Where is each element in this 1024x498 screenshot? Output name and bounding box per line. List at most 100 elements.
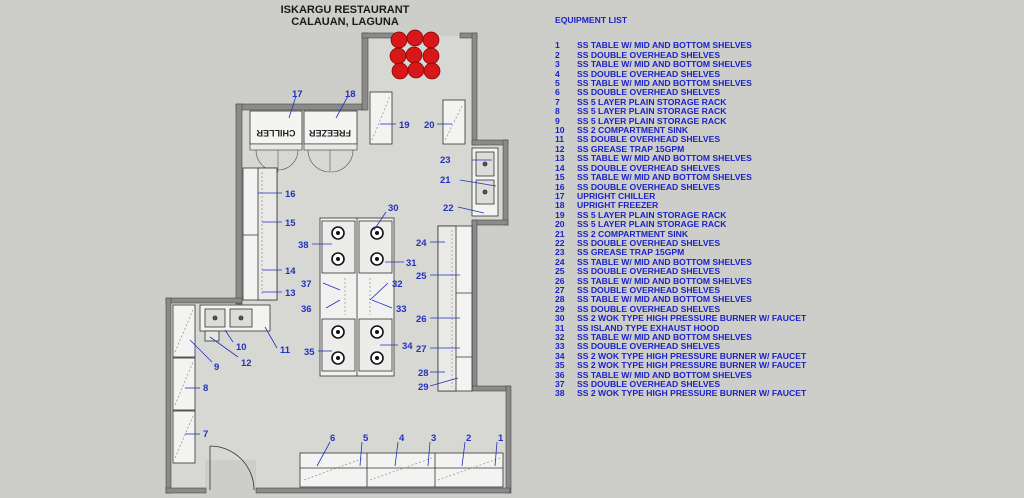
equipment-item-number: 2 xyxy=(555,49,560,60)
equipment-item: 1 SS TABLE W/ MID AND BOTTOM SHELVES xyxy=(555,40,1015,51)
callout-6: 6 xyxy=(330,433,335,444)
callout-10: 10 xyxy=(236,342,247,353)
equipment-item-number: 9 xyxy=(555,115,560,126)
callout-numbers: 1 2 3 4 5 6 7 8 9 10 11 12 13 14 15 16 1… xyxy=(203,89,504,444)
equipment-item-number: 3 xyxy=(555,59,560,70)
callout-34: 34 xyxy=(402,341,413,352)
equipment-item-name: SS TABLE W/ MID AND BOTTOM SHELVES xyxy=(577,172,752,183)
equipment-item-name: SS ISLAND TYPE EXHAUST HOOD xyxy=(577,322,720,333)
equipment-item-number: 6 xyxy=(555,87,560,98)
equipment-item-number: 26 xyxy=(555,275,565,286)
callout-14: 14 xyxy=(285,266,296,277)
equipment-item-name: SS DOUBLE OVERHEAD SHELVES xyxy=(577,341,721,352)
equipment-item-name: SS TABLE W/ MID AND BOTTOM SHELVES xyxy=(577,40,752,51)
entry-door[interactable] xyxy=(209,445,255,491)
callout-21: 21 xyxy=(440,175,451,186)
freezer-label: FREEZER xyxy=(309,128,352,138)
equipment-item-number: 33 xyxy=(555,341,565,352)
equipment-item-number: 19 xyxy=(555,209,565,220)
equipment-item-name: SS 2 COMPARTMENT SINK xyxy=(577,228,689,239)
callout-26: 26 xyxy=(416,314,427,325)
equipment-item-name: SS DOUBLE OVERHEAD SHELVES xyxy=(577,181,721,192)
equipment-item-name: SS TABLE W/ MID AND BOTTOM SHELVES xyxy=(577,275,752,286)
callout-8: 8 xyxy=(203,383,208,394)
equipment-item-number: 24 xyxy=(555,256,565,267)
equipment-item-name: SS 5 LAYER PLAIN STORAGE RACK xyxy=(577,106,727,117)
equipment-item-name: SS DOUBLE OVERHEAD SHELVES xyxy=(577,266,721,277)
equipment-item: 29 SS DOUBLE OVERHEAD SHELVES xyxy=(555,303,1015,314)
callout-19: 19 xyxy=(399,120,410,131)
equipment-item-number: 38 xyxy=(555,388,565,399)
callout-15: 15 xyxy=(285,218,296,229)
equipment-item-name: UPRIGHT FREEZER xyxy=(577,200,659,211)
equipment-item-name: SS DOUBLE OVERHEAD SHELVES xyxy=(577,284,721,295)
equipment-item-number: 30 xyxy=(555,313,565,324)
callout-7: 7 xyxy=(203,429,208,440)
equipment-item-number: 36 xyxy=(555,369,565,380)
equipment-item-number: 17 xyxy=(555,190,565,201)
equipment-item-number: 14 xyxy=(555,162,565,173)
equipment-item-number: 37 xyxy=(555,379,565,390)
equipment-item: 37 SS DOUBLE OVERHEAD SHELVES xyxy=(555,379,1015,390)
callout-2: 2 xyxy=(466,433,471,444)
callout-25: 25 xyxy=(416,271,427,282)
equipment-item-number: 29 xyxy=(555,303,565,314)
upright-freezer: FREEZER xyxy=(303,110,358,173)
left-counters xyxy=(242,167,278,301)
equipment-item-name: SS 2 WOK TYPE HIGH PRESSURE BURNER W/ FA… xyxy=(577,388,807,399)
equipment-item-name: SS TABLE W/ MID AND BOTTOM SHELVES xyxy=(577,59,752,70)
callout-12: 12 xyxy=(241,358,252,369)
equipment-item-name: SS DOUBLE OVERHEAD SHELVES xyxy=(577,68,721,79)
burner-centers xyxy=(336,231,379,360)
equipment-item-number: 16 xyxy=(555,181,565,192)
walls xyxy=(165,32,512,494)
equipment-item: 16 SS DOUBLE OVERHEAD SHELVES xyxy=(555,181,1015,192)
equipment-item-name: SS TABLE W/ MID AND BOTTOM SHELVES xyxy=(577,294,752,305)
equipment-item-number: 20 xyxy=(555,219,565,230)
equipment-item-name: SS 5 LAYER PLAIN STORAGE RACK xyxy=(577,96,727,107)
callout-leaders xyxy=(185,95,498,467)
equipment-item-name: SS DOUBLE OVERHEAD SHELVES xyxy=(577,379,721,390)
callout-17: 17 xyxy=(292,89,303,100)
equipment-item-number: 25 xyxy=(555,266,565,277)
equipment-item-name: SS TABLE W/ MID AND BOTTOM SHELVES xyxy=(577,332,752,342)
equipment-item: 7 SS 5 LAYER PLAIN STORAGE RACK xyxy=(555,96,1015,107)
equipment-item-name: SS 5 LAYER PLAIN STORAGE RACK xyxy=(577,115,727,126)
equipment-item-name: SS DOUBLE OVERHEAD SHELVES xyxy=(577,303,721,314)
callout-27: 27 xyxy=(416,344,427,355)
equipment-item: 38 SS 2 WOK TYPE HIGH PRESSURE BURNER W/ … xyxy=(555,388,1015,399)
equipment-item-number: 21 xyxy=(555,228,565,239)
chiller-label: CHILLER xyxy=(256,128,295,138)
equipment-item-name: SS 2 WOK TYPE HIGH PRESSURE BURNER W/ FA… xyxy=(577,350,807,361)
equipment-item-number: 12 xyxy=(555,143,565,154)
equipment-item-number: 10 xyxy=(555,125,565,136)
equipment-item: 33 SS DOUBLE OVERHEAD SHELVES xyxy=(555,341,1015,352)
callout-30: 30 xyxy=(388,203,399,214)
equipment-item: 3 SS TABLE W/ MID AND BOTTOM SHELVES xyxy=(555,59,1015,70)
equipment-item-name: SS 5 LAYER PLAIN STORAGE RACK xyxy=(577,219,727,230)
equipment-item-name: SS TABLE W/ MID AND BOTTOM SHELVES xyxy=(577,369,752,380)
callout-31: 31 xyxy=(406,258,417,269)
equipment-item-name: SS TABLE W/ MID AND BOTTOM SHELVES xyxy=(577,256,752,267)
equipment-item-number: 1 xyxy=(555,40,560,51)
equipment-item-number: 5 xyxy=(555,78,560,89)
equipment-item: 34 SS 2 WOK TYPE HIGH PRESSURE BURNER W/ … xyxy=(555,350,1015,361)
callout-4: 4 xyxy=(399,433,405,444)
equipment-item-number: 34 xyxy=(555,350,565,361)
equipment-item-number: 35 xyxy=(555,360,565,371)
callout-37: 37 xyxy=(301,279,312,290)
equipment-item-number: 7 xyxy=(555,96,560,107)
